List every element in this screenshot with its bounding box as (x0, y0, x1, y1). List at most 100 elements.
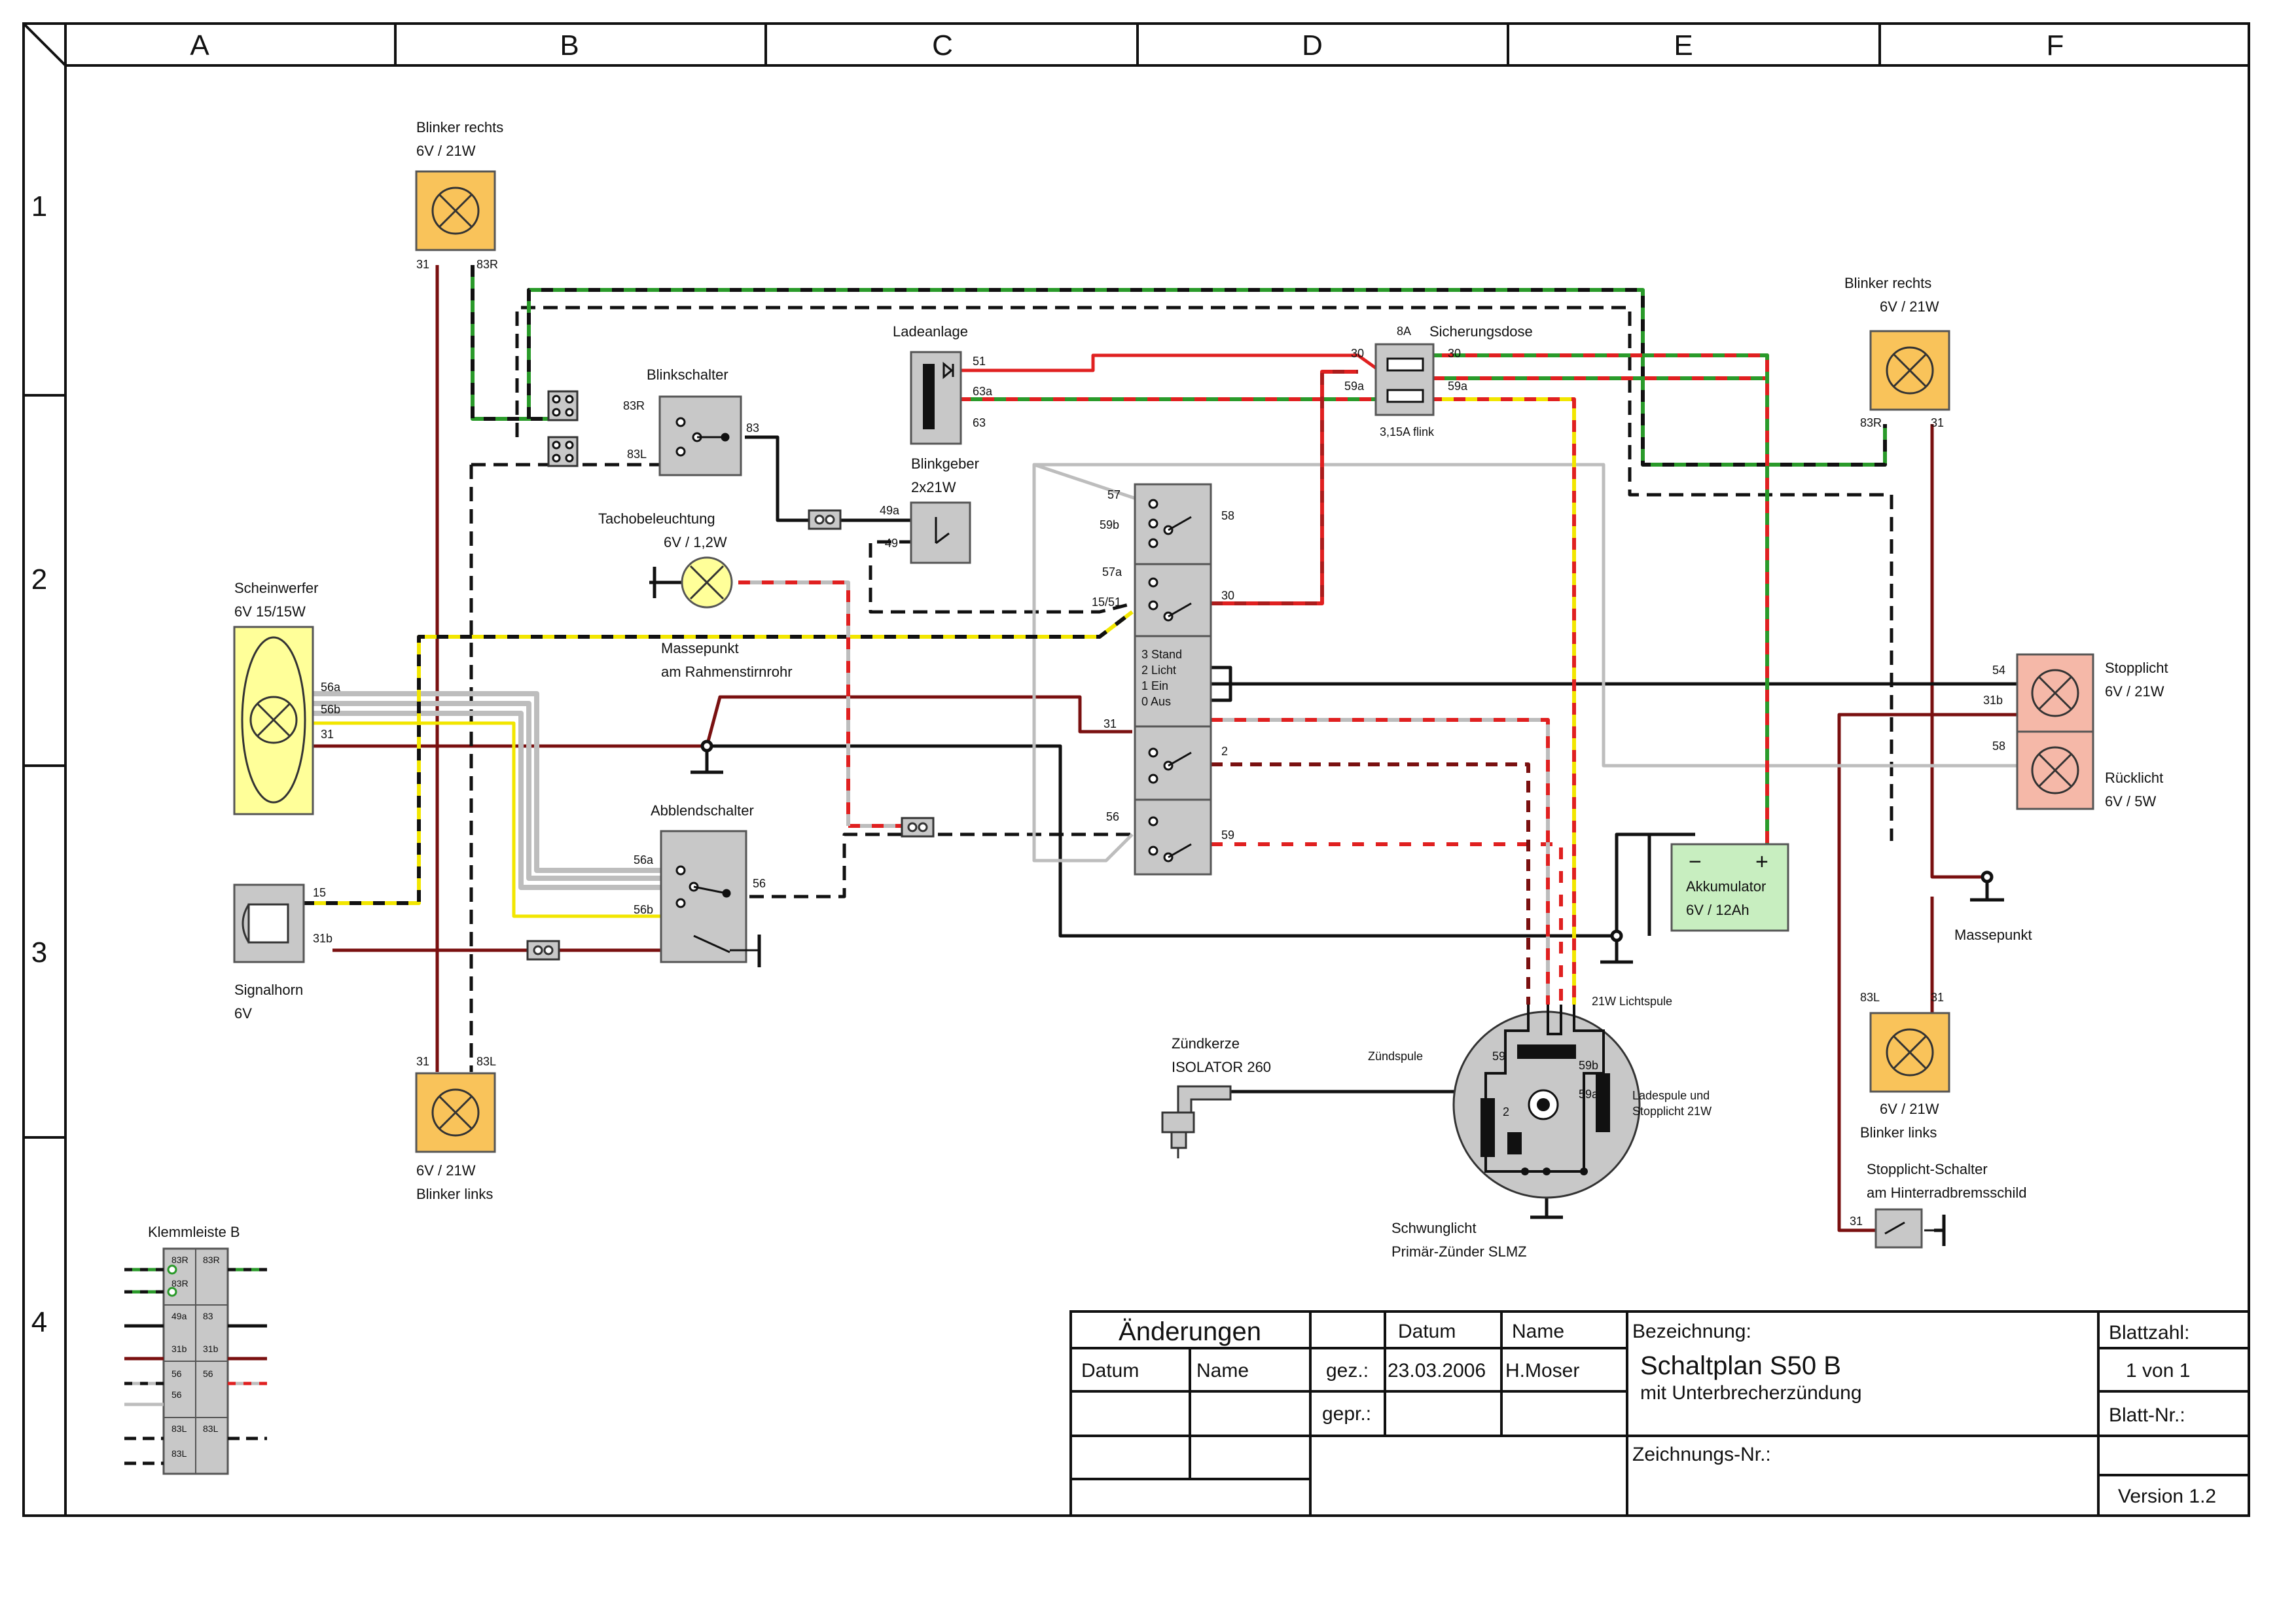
massepunkt-rahmen: Massepunkt am Rahmenstirnrohr (661, 640, 793, 680)
aenderungen-name-col: Name (1196, 1360, 1249, 1382)
inline-connector (526, 509, 935, 961)
pin-label: 83L (627, 448, 647, 461)
massepunkt-rahmen-line1: Massepunkt (661, 640, 739, 656)
massepunkt-rechts-name: Massepunkt (1954, 927, 2032, 943)
klemm-label: 83R (203, 1255, 220, 1265)
blinker-rechts-rear: Blinker rechts 6V / 21W 83R 31 (1844, 275, 1950, 429)
row-label-4: 4 (31, 1306, 47, 1338)
relay-icon (935, 517, 950, 544)
row-label-1: 1 (31, 190, 47, 223)
wire-brown-lock-31 (705, 695, 1132, 747)
pin-label: 83L (476, 1055, 496, 1068)
pin-label: 59 (1492, 1050, 1505, 1063)
klemm-label: 83L (171, 1423, 187, 1434)
pin-label: 59b (1100, 518, 1119, 531)
ruecklicht: 58 Rücklicht 6V / 5W (1992, 730, 2163, 810)
blinker-links-rear-name: Blinker links (1860, 1124, 1937, 1141)
zuendschloss: 57 59b 58 57a 15/51 30 31 2 56 59 3 Stan… (1092, 483, 1234, 876)
akkumulator-spec: 6V / 12Ah (1686, 902, 1749, 918)
name-heading: Name (1512, 1321, 1564, 1342)
bezeichnung-label: Bezeichnung: (1632, 1321, 1751, 1342)
pin-label: 58 (1992, 740, 2005, 753)
wire-brown-rear-31 (1930, 424, 1987, 879)
klemm-label: 83 (203, 1311, 213, 1321)
wire-brown-31b-stop (1837, 713, 2017, 1232)
abblendschalter: Abblendschalter 56a 56b 56 (634, 802, 766, 963)
schwunglicht: 21W Lichtspule Zündspule Ladespule und S… (1368, 995, 1712, 1260)
pin-label: 31 (416, 258, 429, 271)
pin-label: 59b (1579, 1059, 1598, 1072)
wire-grey-56-lock (1032, 465, 1134, 863)
klemm-label: 83R (171, 1278, 188, 1289)
column-label-c: C (932, 29, 953, 62)
blattzahl-label: Blattzahl: (2109, 1322, 2189, 1344)
schwunglicht-ladespule-line2: Stopplicht 21W (1632, 1105, 1712, 1118)
wire-black-dashed-1551 (869, 540, 1139, 614)
blinker-links-rear: 83L 31 6V / 21W Blinker links (1860, 991, 1950, 1141)
switch-icon (1884, 1221, 1941, 1235)
klemm-label: 31b (203, 1344, 219, 1354)
blatt-nr-label: Blatt-Nr.: (2109, 1404, 2185, 1426)
pin-label: 31 (321, 728, 334, 741)
klemm-label: 56 (171, 1389, 182, 1400)
lamp-icon (431, 1088, 480, 1137)
wire-grey-56a (302, 691, 661, 873)
drawing-title: Schaltplan S50 B (1640, 1351, 1841, 1380)
junction-dot (1981, 870, 1994, 883)
stopplicht-schalter: Stopplicht-Schalter am Hinterradbremssch… (1850, 1161, 2027, 1249)
wire-black-masse (707, 744, 1695, 938)
lamp-icon (431, 187, 480, 235)
klemm-label: 83R (171, 1255, 188, 1265)
schwunglicht-lichtspule: 21W Lichtspule (1592, 995, 1672, 1008)
switch-icon (1148, 499, 1192, 863)
zuendkerze-name: Zündkerze (1172, 1035, 1240, 1052)
schwunglicht-type: Primär-Zünder SLMZ (1391, 1243, 1527, 1260)
wire-black-dashed-abblend (749, 832, 903, 899)
lamp-icon (1886, 346, 1934, 395)
pin-label: 2 (1221, 745, 1228, 758)
blinker-links-front: 31 83L 6V / 21W Blinker links (415, 1055, 496, 1202)
gez-name: H.Moser (1505, 1360, 1579, 1382)
pin-label: 56a (634, 853, 654, 866)
zuendkerze-spec: ISOLATOR 260 (1172, 1059, 1271, 1075)
klemm-label: 83L (171, 1448, 187, 1459)
akkumulator-name: Akkumulator (1686, 878, 1766, 895)
pin-label: 58 (1221, 509, 1234, 522)
lamp-icon (249, 696, 298, 744)
aenderungen-datum-col: Datum (1081, 1360, 1139, 1382)
pin-label: 83R (1860, 416, 1882, 429)
switch-icon (675, 417, 730, 457)
stopplicht-schalter-line2: am Hinterradbremsschild (1867, 1185, 2027, 1201)
connector-block (547, 390, 579, 467)
blinker-links-front-spec: 6V / 21W (416, 1162, 476, 1179)
pin-label: 83L (1860, 991, 1880, 1004)
blinker-rechts-front-spec: 6V / 21W (416, 143, 476, 159)
wire-grey-56a-b (302, 701, 661, 881)
klemm-label: 83L (203, 1423, 219, 1434)
blinkgeber-name: Blinkgeber (911, 455, 979, 472)
pin-label: 49a (880, 504, 900, 517)
pin-label: 83R (476, 258, 498, 271)
wire-red-59 (1211, 842, 1563, 1005)
pin-label: 54 (1992, 664, 2005, 677)
signalhorn-name: Signalhorn (234, 982, 303, 998)
spark-plug-icon (1161, 1085, 1232, 1158)
klemm-label: 31b (171, 1344, 187, 1354)
pin-label: 83 (746, 421, 759, 435)
fuse-rating: 8A (1397, 325, 1411, 338)
pin-label: 31 (1850, 1215, 1863, 1228)
zeichnungs-nr-label: Zeichnungs-Nr.: (1632, 1444, 1771, 1465)
wire-black-lock-top (1211, 666, 1232, 702)
fuse-rating: 3,15A flink (1380, 425, 1435, 438)
blinker-rechts-rear-name: Blinker rechts (1844, 275, 1931, 291)
battery-plus: + (1755, 849, 1768, 874)
column-label-b: B (560, 29, 579, 62)
pin-label: 56a (321, 681, 341, 694)
klemm-label: 56 (203, 1368, 213, 1379)
pin-label: 56 (1106, 810, 1119, 823)
blinker-rechts-front-name: Blinker rechts (416, 119, 503, 135)
zuendkerze: Zündkerze ISOLATOR 260 (1161, 1035, 1271, 1158)
diode-icon (942, 361, 954, 380)
blinker-rechts-front: Blinker rechts 6V / 21W 31 83R (415, 119, 503, 271)
